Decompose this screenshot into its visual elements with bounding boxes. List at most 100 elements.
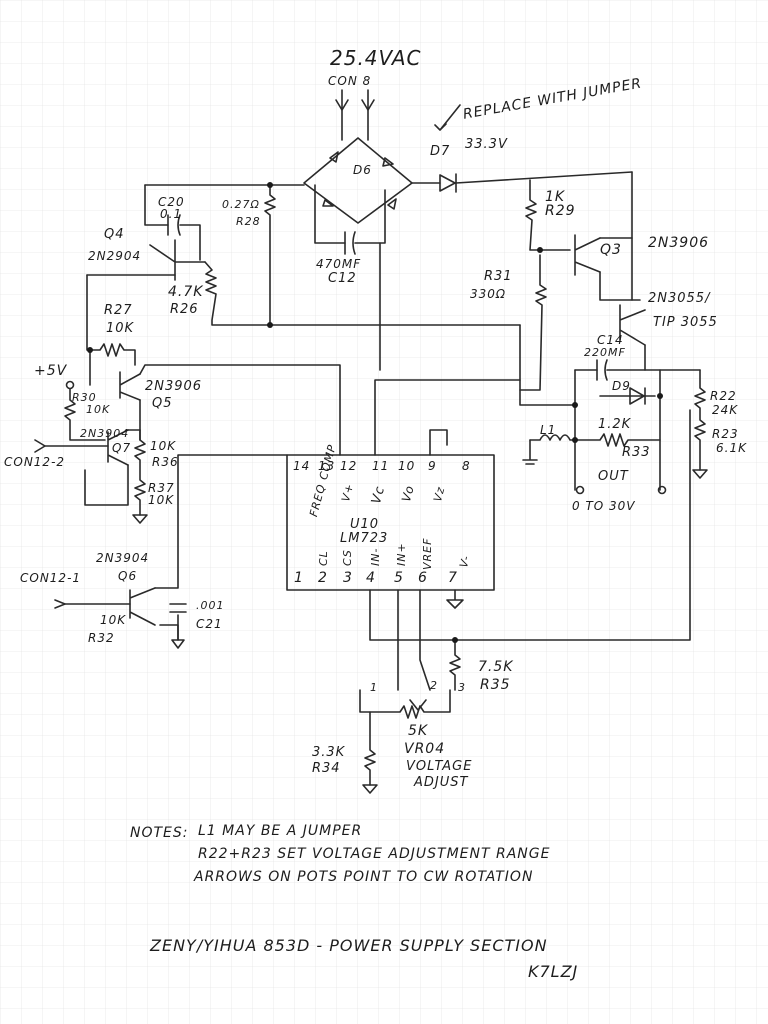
r29-ref-label: R29	[545, 203, 576, 219]
ic-pin-9: 9	[428, 459, 437, 473]
bridge-rectifier	[303, 137, 413, 224]
q4-ref-label: Q4	[104, 227, 125, 242]
q7-type-label: 2N3904	[80, 427, 130, 440]
c12-value-label: 470MF	[316, 257, 362, 271]
plus5v-label: +5V	[34, 363, 68, 379]
q5-type-label: 2N3906	[145, 379, 203, 394]
c12-ref-label: C12	[328, 271, 357, 286]
pot-ref-label: VR04	[404, 741, 446, 757]
r32-ref-label: R32	[88, 631, 115, 645]
ic-ref-label: U10	[350, 517, 380, 532]
r34-value-label: 3.3K	[312, 745, 346, 760]
ic-pin-13: 13	[318, 459, 336, 473]
c14-value-label: 220MF	[584, 346, 626, 359]
output-range-label: 0 TO 30V	[572, 499, 636, 513]
d9-ref-label: D9	[612, 379, 631, 393]
notes-line-2: R22+R23 SET VOLTAGE ADJUSTMENT RANGE	[198, 846, 551, 862]
r30-ref-label: R30	[72, 391, 97, 404]
ic-cl-label: CL	[317, 550, 330, 566]
q3-type-label: 2N3906	[648, 235, 710, 251]
power-transistor-type-a: 2N3055/	[648, 291, 711, 306]
r29-value-label: 1K	[545, 189, 566, 205]
ic-pin-14: 14	[293, 459, 311, 473]
con12-1-label: CON12-1	[20, 571, 82, 585]
pot-pin-2: 2	[430, 679, 438, 692]
r22-value-label: 24K	[712, 403, 739, 417]
r34-ref-label: R34	[312, 761, 341, 776]
r33-ref-label: R33	[622, 445, 651, 460]
ic-pin-10: 10	[398, 459, 416, 473]
ic-pin-8: 8	[462, 459, 471, 473]
junction-dots	[87, 182, 663, 643]
r37-value-label: 10K	[148, 493, 175, 507]
r36-value-label: 10K	[150, 439, 177, 453]
ic-vminus-label: V-	[457, 553, 473, 570]
notes-line-3: ARROWS ON POTS POINT TO CW ROTATION	[194, 869, 534, 885]
q7-ref-label: Q7	[112, 441, 132, 455]
ic-pin-3: 3	[343, 570, 353, 586]
ic-in-minus-label: IN-	[369, 547, 382, 566]
ic-pin-6: 6	[418, 570, 428, 586]
out-terminal-pos	[657, 485, 667, 495]
sheet-author: K7LZJ	[528, 962, 579, 981]
r31-value-label: 330Ω	[470, 287, 507, 301]
r28-value-label: 0.27Ω	[222, 198, 260, 211]
r22-ref-label: R22	[710, 389, 737, 403]
r35-value-label: 7.5K	[478, 659, 514, 675]
ic-cs-label: CS	[341, 549, 354, 566]
output-label: OUT	[598, 469, 629, 484]
d7-voltage-label: 33.3V	[465, 137, 508, 152]
pot-pin-1: 1	[370, 681, 378, 694]
q6-ref-label: Q6	[118, 569, 138, 583]
power-transistor-type-b: TIP 3055	[653, 315, 718, 330]
q6-type-label: 2N3904	[96, 551, 150, 565]
ic-pin-12: 12	[340, 459, 358, 473]
supply-voltage-label: 25.4VAC	[330, 46, 422, 70]
out-terminal-neg	[575, 485, 585, 495]
notes-line-1: L1 MAY BE A JUMPER	[198, 823, 363, 839]
pot-label-adjust: ADJUST	[414, 775, 469, 790]
ic-pin-4: 4	[366, 570, 376, 586]
pot-pin-3: 3	[458, 681, 466, 694]
sheet-title: ZENY/YIHUA 853D - POWER SUPPLY SECTION	[150, 936, 548, 955]
ic-vref-label: VREF	[421, 537, 434, 570]
ic-pin-11: 11	[372, 459, 390, 473]
d7-ref-label: D7	[430, 144, 451, 159]
r30-value-label: 10K	[86, 403, 111, 416]
q3-ref-label: Q3	[600, 242, 622, 258]
r23-ref-label: R23	[712, 427, 739, 441]
q5-ref-label: Q5	[152, 396, 173, 411]
r31-ref-label: R31	[484, 269, 513, 284]
ic-pin-1: 1	[294, 570, 304, 586]
ic-pin-7: 7	[448, 570, 458, 586]
l1-ref-label: L1	[540, 423, 557, 437]
ic-in-plus-label: IN+	[395, 542, 408, 566]
r27-ref-label: R27	[104, 303, 133, 318]
c14-ref-label: C14	[597, 333, 624, 347]
r32-value-label: 10K	[100, 613, 127, 627]
lm723-body	[286, 454, 495, 591]
ic-part-label: LM723	[340, 531, 389, 546]
q4-type-label: 2N2904	[88, 249, 142, 263]
supply-connector-label: CON 8	[328, 74, 372, 88]
c20-value-label: 0.1	[160, 207, 183, 221]
pot-label-voltage: VOLTAGE	[406, 759, 473, 774]
r35-ref-label: R35	[480, 677, 511, 693]
pot-value-label: 5K	[408, 723, 429, 739]
bridge-ref-label: D6	[353, 163, 372, 177]
ic-pin-5: 5	[394, 570, 404, 586]
c21-ref-label: C21	[196, 617, 223, 631]
r26-ref-label: R26	[170, 302, 199, 317]
r36-ref-label: R36	[152, 455, 179, 469]
r27-value-label: 10K	[106, 321, 135, 336]
schematic-wires	[34, 89, 708, 794]
c21-value-label: .001	[196, 599, 225, 612]
r23-value-label: 6.1K	[716, 441, 747, 455]
r33-value-label: 1.2K	[598, 417, 632, 432]
notes-heading: NOTES:	[130, 825, 189, 841]
r37-ref-label: R37	[148, 481, 175, 495]
r28-ref-label: R28	[236, 215, 261, 228]
ic-pin-2: 2	[318, 570, 328, 586]
